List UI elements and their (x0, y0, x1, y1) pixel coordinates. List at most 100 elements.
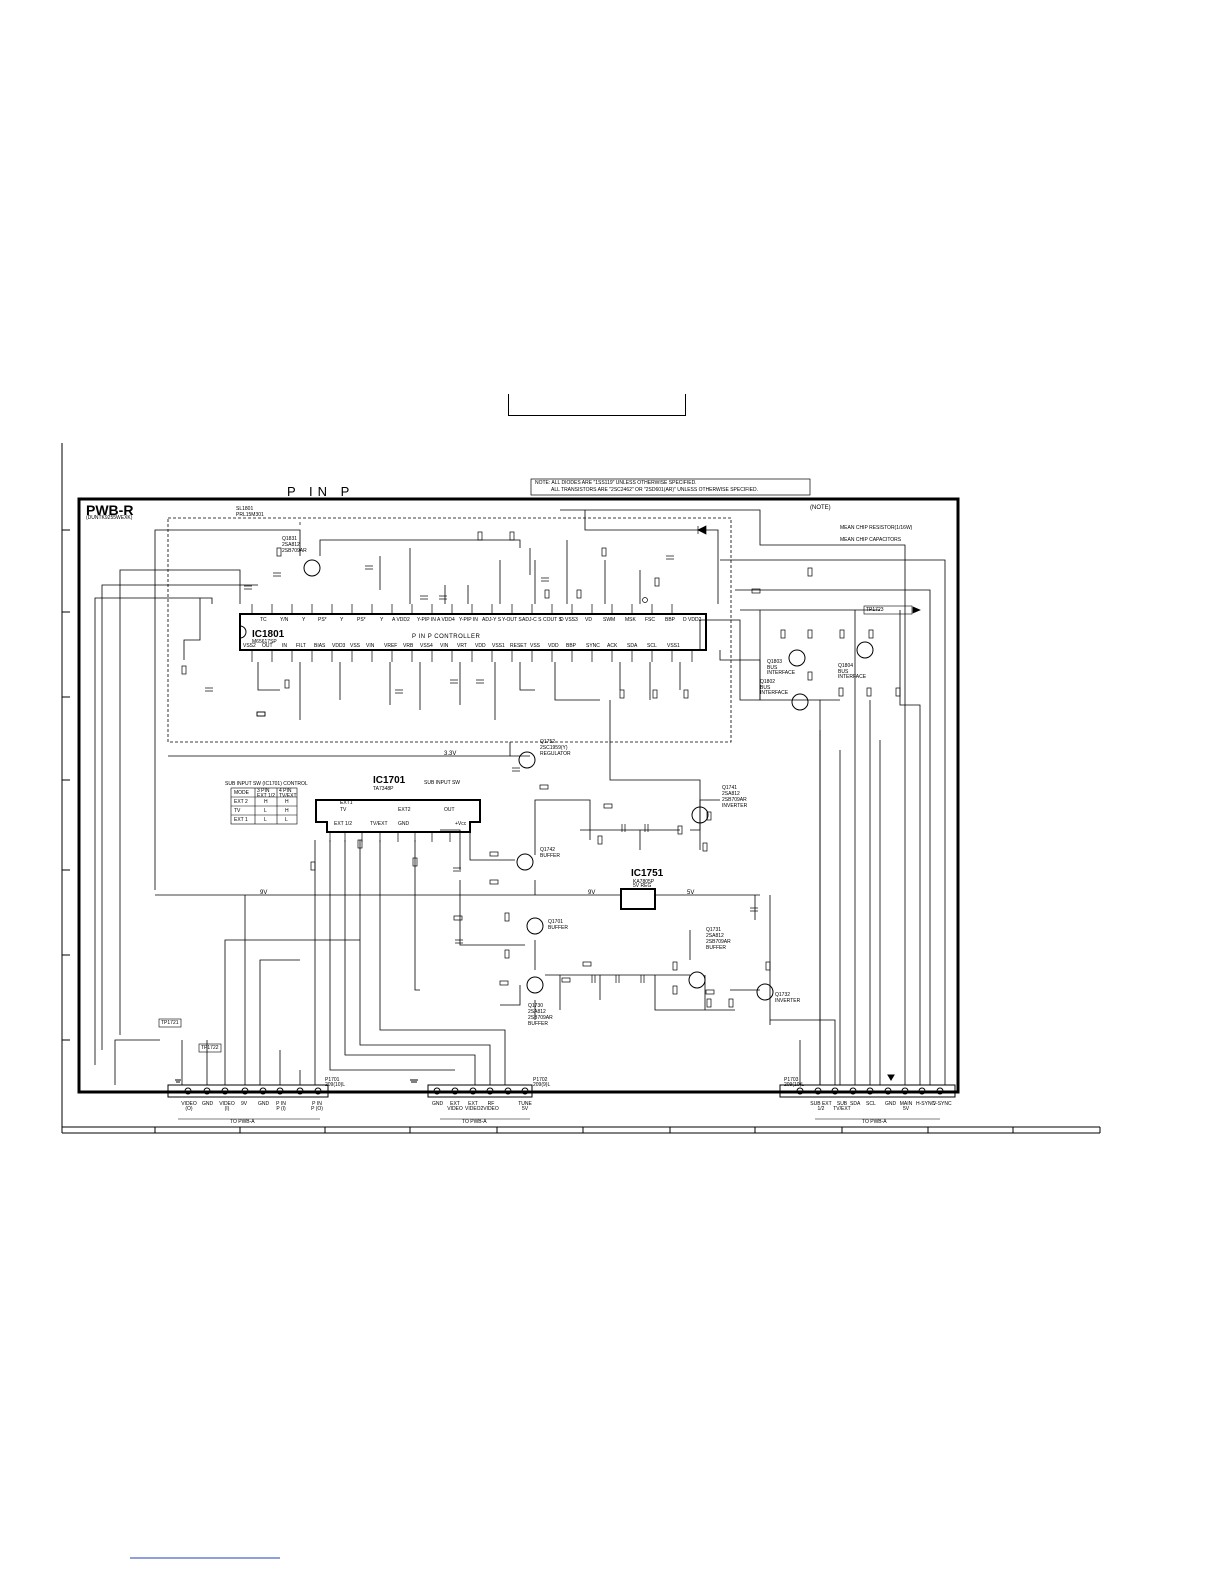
q1803-role: BUS INTERFACE (767, 665, 796, 676)
sub-input-table-header: 3 PIN EXT 1/2 (257, 788, 275, 799)
p1701-pin: GND (258, 1101, 270, 1107)
ic1801-top-pin: Y-PIP IN (417, 617, 436, 623)
legend-capacitor: MEAN CHIP CAPACITORS (840, 537, 902, 543)
ic1801-bottom-pin: SDA (627, 643, 638, 649)
rails-and-lower-wiring (114, 700, 841, 1085)
p1702-part: 209(9)L (533, 1082, 551, 1088)
q1732-role: INVERTER (775, 998, 801, 1004)
ic1801-top-pin: Y (340, 617, 344, 623)
p1703-pin: SUB TV/EXT (833, 1101, 851, 1112)
pip-dashed-area (167, 517, 732, 743)
sub-input-table-grid (230, 787, 298, 825)
ic1801-bottom-pin: OUT (262, 643, 273, 649)
ic1701-ref: IC1701 (373, 775, 406, 786)
ic1751-function: 5V REG (633, 883, 652, 889)
ic1751-body (620, 888, 656, 910)
ic1701-body (315, 799, 481, 833)
sub-input-table-cell: H (285, 808, 289, 814)
p1702-to: TO PWB-A (462, 1119, 487, 1125)
section-title: P IN P (287, 484, 355, 499)
ic1801-top-pin: Y-PIP IN (459, 617, 478, 623)
p1703-to: TO PWB-A (862, 1119, 887, 1125)
ic1801-bottom-pin: VDD (548, 643, 559, 649)
ic1801-bottom-pin: BIAS (314, 643, 326, 649)
sub-input-table-cell: L (264, 817, 267, 823)
ic1801-top-pin: VD (585, 617, 592, 623)
ic1801-top-pin: TC (260, 617, 267, 623)
p1701-pin: P IN P (O) (311, 1101, 323, 1112)
sub-input-table-cell: EXT 1 (234, 817, 248, 823)
connector-terminals (167, 1074, 956, 1120)
p1703-pin: SCL (866, 1101, 876, 1107)
ic1801-bottom-pin: VREF (384, 643, 398, 649)
board-title: PWB-R (86, 502, 134, 518)
p1702-pin: TUNE 5V (518, 1101, 532, 1112)
q1752-type: 2SC1959(Y) (540, 745, 568, 751)
ic1801-top-pin: D VSS3 (560, 617, 578, 623)
ic1801-bottom-pin: VSS (530, 643, 541, 649)
ic1801-bottom-pin: VSS2 (243, 643, 256, 649)
q1701-role: BUFFER (548, 925, 568, 931)
ic1801-top-pin: Y/N (280, 617, 289, 623)
pip-wiring (94, 509, 946, 1085)
q1742-role: BUFFER (540, 853, 560, 859)
rail-5v: 5V (687, 890, 695, 896)
sub-input-table-cell: L (264, 808, 267, 814)
ic1801-pin-ticks (251, 604, 693, 662)
ic1751-ref: IC1751 (631, 868, 664, 879)
ic1801-top-pin: MSK (625, 617, 636, 623)
ic1801-top-pin: D VDD2 (683, 617, 702, 623)
sub-input-table-cell: H (285, 799, 289, 805)
ic1801-bottom-pin: VIN (440, 643, 449, 649)
note-line-2: ALL TRANSISTORS ARE "2SC2462" OR "2SD601… (551, 487, 758, 493)
q1731-alt: 2SB709AR (706, 939, 731, 945)
q1803-ref: Q1803 (767, 659, 783, 665)
header-blank-box (508, 394, 686, 416)
q1802-role: BUS INTERFACE (760, 685, 789, 696)
sub-input-table-header: 4 PIN TV/EXT (279, 788, 297, 799)
ic1801-top-pin: A VDD2 (392, 617, 410, 623)
q1741-ref: Q1741 (722, 785, 738, 791)
ic1801-top-pin: PS* (357, 617, 366, 623)
tp1722-label: TP1722 (201, 1045, 219, 1051)
ic1801-bottom-pin: IN (282, 643, 287, 649)
ic1701-tv-label: TV (340, 807, 347, 813)
q1741-type: 2SA812 (722, 791, 740, 797)
p1703-pin: MAIN 5V (899, 1101, 913, 1112)
p1701-pin: VIDEO (I) (219, 1101, 235, 1112)
p1703-pin: H-SYNC (916, 1101, 936, 1107)
ic1801-bottom-pin: VSS1 (492, 643, 505, 649)
p1701-pin: GND (202, 1101, 214, 1107)
ic1801-top-pin: ADJ-C S (522, 617, 542, 623)
q1804-ref: Q1804 (838, 663, 854, 669)
p1702-pin: EXT VIDEO2 (465, 1101, 484, 1112)
p1701-pin: VIDEO (O) (181, 1101, 197, 1112)
ic1801-body (239, 613, 707, 651)
ic1801-bottom-pin: ACK (607, 643, 618, 649)
rail-9v-left: 9V (260, 890, 268, 896)
ic1701-function: SUB INPUT SW (424, 780, 461, 786)
sub-input-table-cell: EXT 2 (234, 799, 248, 805)
ic1801-top-pin: COUT S (543, 617, 562, 623)
ic1801-bottom-pin: RESET (510, 643, 527, 649)
q1741-alt: 2SB709AR (722, 797, 747, 803)
q1732-ref: Q1732 (775, 992, 791, 998)
tp-boxes (158, 605, 913, 1053)
sl1801-part: PRL15M301 (236, 512, 264, 518)
ic1801-bottom-pin: VDD (475, 643, 486, 649)
rail-9v-mid: 9V (588, 890, 596, 896)
ic1801-function: P IN P CONTROLLER (412, 634, 481, 640)
ic1701-pin-gnd: GND (398, 821, 410, 827)
q1804-role: BUS INTERFACE (838, 669, 867, 680)
q1752-role: REGULATOR (540, 751, 571, 757)
passive-components (181, 522, 901, 1008)
diode-markers (642, 525, 921, 614)
p1703-ref: P1703 (784, 1077, 799, 1083)
ic1701-out-label: OUT (444, 807, 455, 813)
ic1701-ext1-label: EXT1 (340, 800, 353, 806)
p1703-part: 209(10)L (784, 1082, 805, 1088)
ic1701-part: TA7348P (373, 786, 394, 792)
ic1701-pin-tvext: TV/EXT (370, 821, 388, 827)
transistor-symbols (303, 559, 874, 1001)
